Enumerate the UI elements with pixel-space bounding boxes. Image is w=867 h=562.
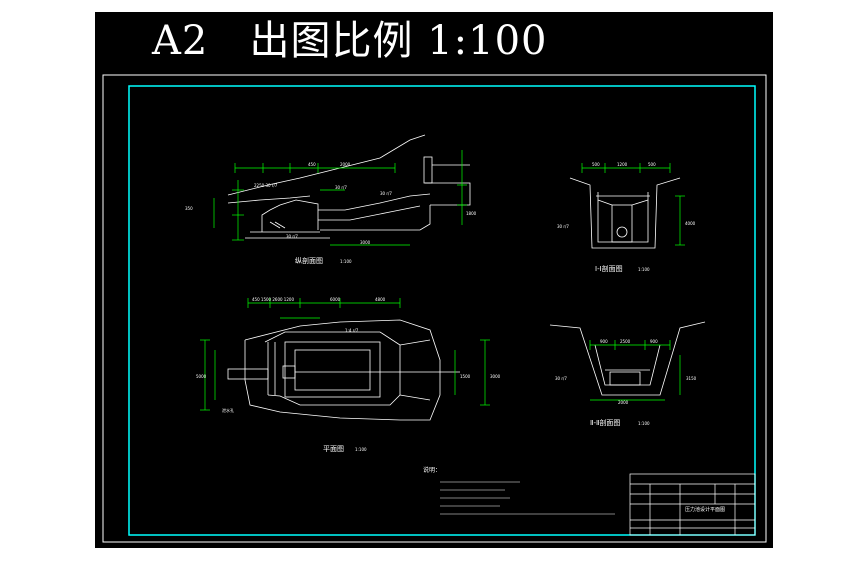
sheet-header: A2 出图比例 1:100 bbox=[152, 18, 548, 64]
svg-text:纵剖面图: 纵剖面图 bbox=[295, 256, 323, 265]
svg-text:1:100: 1:100 bbox=[638, 421, 650, 426]
svg-text:说明：: 说明： bbox=[423, 466, 441, 474]
svg-text:30 r/7: 30 r/7 bbox=[286, 234, 298, 239]
svg-text:2000: 2000 bbox=[340, 162, 351, 167]
outer-frame bbox=[102, 74, 767, 543]
svg-text:500: 500 bbox=[648, 162, 656, 167]
svg-text:30 r/7: 30 r/7 bbox=[557, 224, 569, 229]
svg-text:1800: 1800 bbox=[466, 211, 477, 216]
svg-text:3000: 3000 bbox=[490, 374, 501, 379]
svg-text:1500: 1500 bbox=[460, 374, 471, 379]
svg-text:Ⅰ-Ⅰ剖面图: Ⅰ-Ⅰ剖面图 bbox=[595, 264, 623, 273]
inner-border bbox=[128, 85, 756, 536]
svg-text:2250 30 r/7: 2250 30 r/7 bbox=[254, 183, 278, 188]
plan-annotations: 450 1500 2600 1200 6000 4800 1:4 r/7 500… bbox=[196, 297, 501, 453]
svg-text:350: 350 bbox=[185, 206, 193, 211]
svg-text:900: 900 bbox=[600, 339, 608, 344]
section-1-dimensions bbox=[581, 163, 685, 246]
svg-text:3150: 3150 bbox=[686, 376, 697, 381]
drawing-sheet bbox=[95, 12, 773, 548]
plan-view bbox=[227, 319, 460, 421]
svg-text:1:4 r/7: 1:4 r/7 bbox=[345, 328, 359, 333]
svg-text:1:100: 1:100 bbox=[638, 267, 650, 272]
svg-text:1:100: 1:100 bbox=[340, 259, 352, 264]
section-1-annotations: 500 1200 500 30 r/7 4000 Ⅰ-Ⅰ剖面图 1:100 bbox=[557, 162, 696, 273]
svg-text:500: 500 bbox=[592, 162, 600, 167]
svg-text:3000: 3000 bbox=[360, 240, 371, 245]
svg-text:平面图: 平面图 bbox=[323, 445, 344, 453]
svg-text:1:100: 1:100 bbox=[355, 447, 367, 452]
section-2-annotations: 900 2500 900 30 r/7 2000 3150 Ⅱ-Ⅱ剖面图 1:1… bbox=[555, 339, 697, 427]
svg-text:5000: 5000 bbox=[196, 374, 207, 379]
title-block bbox=[629, 473, 756, 536]
drawing-name: 压力池设计平面图 bbox=[685, 506, 725, 513]
svg-text:450 1500 2600 1200: 450 1500 2600 1200 bbox=[252, 297, 294, 302]
section-1-profile bbox=[569, 177, 681, 249]
svg-text:2000: 2000 bbox=[618, 400, 629, 405]
section-2-dimensions bbox=[589, 340, 681, 401]
longitudinal-annotations: 450 2000 2250 30 r/7 30 r/7 30 r/7 3000 … bbox=[185, 162, 477, 265]
svg-text:900: 900 bbox=[650, 339, 658, 344]
svg-text:6000: 6000 bbox=[330, 297, 341, 302]
section-2-profile bbox=[549, 321, 706, 396]
svg-text:2500: 2500 bbox=[620, 339, 631, 344]
svg-text:1200: 1200 bbox=[617, 162, 628, 167]
plan-dimensions bbox=[200, 298, 490, 411]
svg-text:30 r/7: 30 r/7 bbox=[555, 376, 567, 381]
svg-text:Ⅱ-Ⅱ剖面图: Ⅱ-Ⅱ剖面图 bbox=[590, 418, 620, 427]
svg-text:4800: 4800 bbox=[375, 297, 386, 302]
longitudinal-dimensions bbox=[213, 150, 467, 246]
svg-text:30 r/7: 30 r/7 bbox=[380, 191, 392, 196]
svg-text:30 r/7: 30 r/7 bbox=[335, 185, 347, 190]
notes-block: 说明： bbox=[423, 466, 615, 515]
svg-text:泄水孔: 泄水孔 bbox=[222, 407, 234, 413]
svg-text:450: 450 bbox=[308, 162, 316, 167]
svg-text:4000: 4000 bbox=[685, 221, 696, 226]
